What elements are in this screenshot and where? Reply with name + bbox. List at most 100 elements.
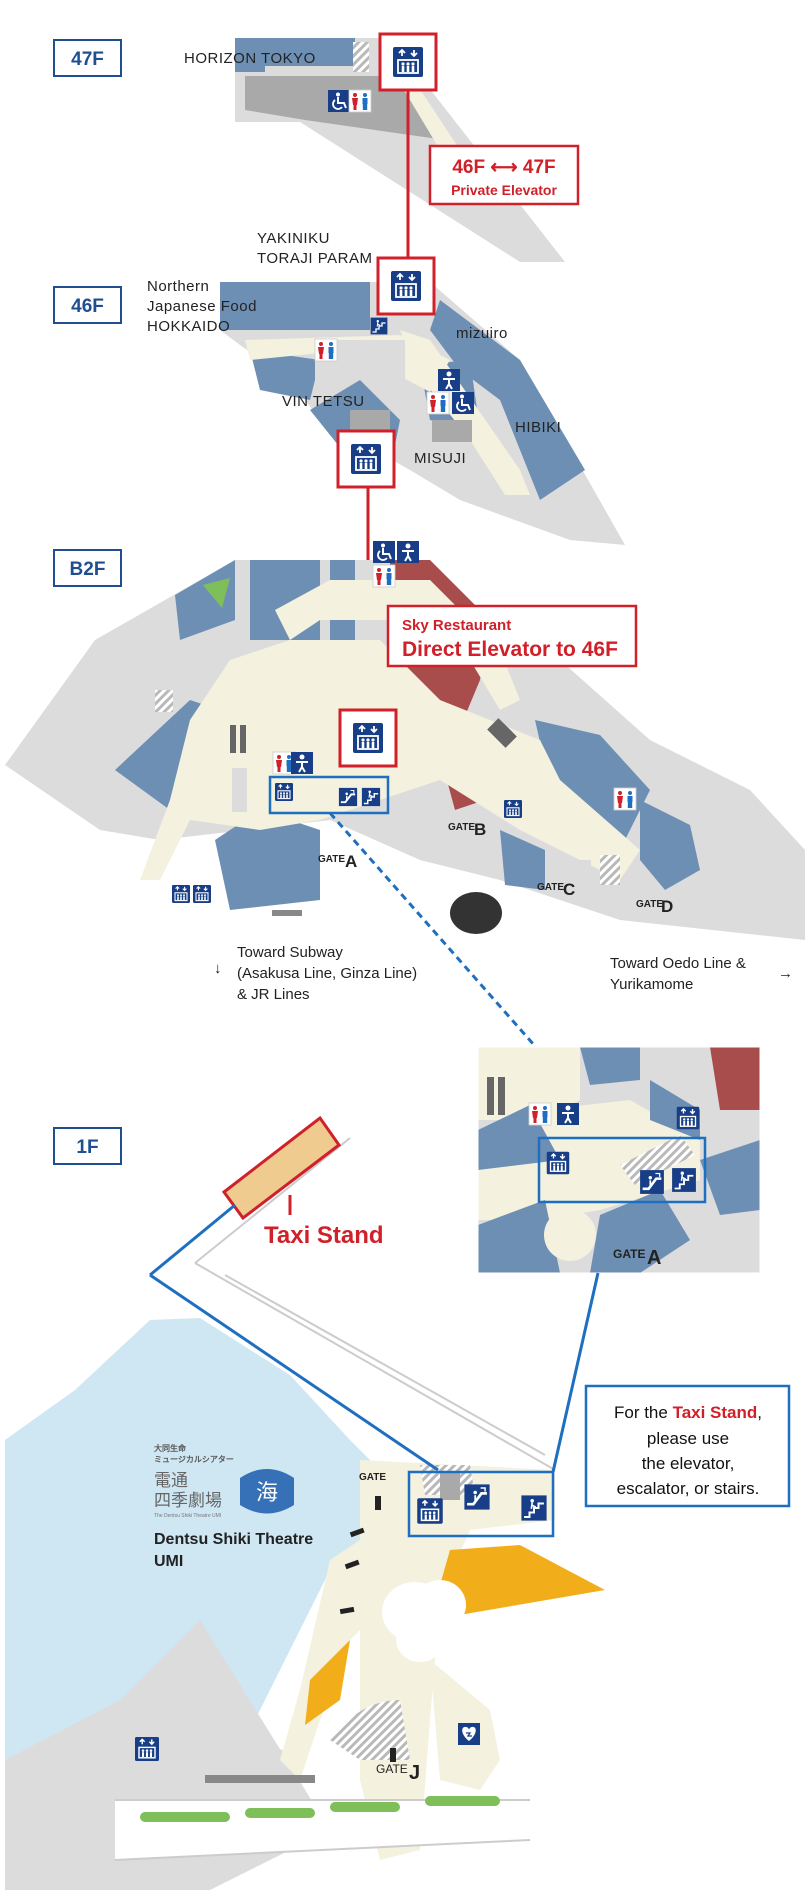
escalator-icon <box>463 1483 491 1511</box>
railing-1f <box>205 1775 315 1783</box>
svg-text:C: C <box>563 880 575 899</box>
vin-tetsu-shop <box>250 350 320 400</box>
gate-mark-4 <box>339 1606 355 1615</box>
elevator-icon <box>274 782 294 802</box>
arrow-right-icon: → <box>778 965 793 982</box>
elevator-icon <box>392 46 424 78</box>
elevator-icon <box>390 270 422 302</box>
taxi-route-line-2 <box>149 1273 439 1472</box>
floor-tag-1f-text: 1F <box>76 1137 98 1158</box>
elevator-icon <box>352 722 384 754</box>
taxi-info-frame <box>584 1384 791 1508</box>
floor-tag-47f-text: 47F <box>71 49 104 70</box>
pillar-b2f <box>230 725 236 753</box>
taxi-info-highlight: Taxi Stand <box>673 1403 758 1422</box>
theatre-logo-badge <box>240 1469 294 1514</box>
shop-b2f-7 <box>640 800 700 890</box>
svg-text:GATE: GATE <box>537 882 564 893</box>
shop-b2f-8 <box>500 830 545 890</box>
arrow-down-icon: ↓ <box>214 960 222 977</box>
floor-tag-46f-text: 46F <box>71 296 104 317</box>
gate-1f-upper: GATE <box>359 1472 386 1483</box>
theatre-kanji-small-1: 大同生命 <box>154 1443 187 1453</box>
theatre-wing-orange <box>305 1640 350 1725</box>
svg-text:J: J <box>409 1762 420 1784</box>
taxi-stand-area <box>221 1115 342 1221</box>
aed-icon <box>457 1722 481 1746</box>
svg-text:GATE: GATE <box>318 854 345 865</box>
stairs-b2f-1 <box>600 855 620 885</box>
fountain-b2f <box>450 892 502 934</box>
planter-2 <box>245 1808 315 1818</box>
road-line-1 <box>194 1137 351 1264</box>
hibiki-shop <box>430 300 585 500</box>
svg-text:Toward Subway: Toward Subway <box>237 944 343 961</box>
label-mizuiro: mizuiro <box>456 325 508 342</box>
direction-oedo: Toward Oedo Line & Yurikamome → <box>610 955 793 993</box>
gate-mark-2 <box>349 1527 365 1538</box>
elevator-icon <box>546 1151 570 1175</box>
svg-text:A: A <box>345 852 357 871</box>
taxi-info-line3: the elevator, <box>642 1454 735 1473</box>
gate-a-b2f: GATE A <box>318 852 357 871</box>
label-vin-tetsu: VIN TETSU <box>282 393 365 410</box>
taxi-info-line1: For the Taxi Stand, <box>614 1403 762 1422</box>
taxi-info-box: For the Taxi Stand, please use the eleva… <box>584 1384 791 1508</box>
theatre-tagline: The Dentsu Shiki Theatre UMI <box>154 1513 221 1519</box>
inset-stairs <box>620 1135 695 1185</box>
accessible-icon <box>372 540 396 564</box>
inset-shop-2 <box>478 1200 560 1273</box>
restroom-icon <box>348 89 372 113</box>
label-northern-1: Northern <box>147 278 209 295</box>
elevator-icon <box>416 1497 444 1525</box>
accessible-icon <box>451 391 475 415</box>
restroom-icon <box>528 1102 552 1126</box>
accessible-icon <box>327 89 351 113</box>
inset-pillar-2 <box>498 1077 505 1115</box>
inset-pillar-1 <box>487 1077 494 1115</box>
sky-restaurant-callout: Sky Restaurant Direct Elevator to 46F <box>386 604 638 668</box>
floor-tag-b2f-text: B2F <box>70 559 106 580</box>
svg-text:GATE: GATE <box>613 1247 645 1261</box>
label-horizon-tokyo: HORIZON TOKYO <box>184 50 316 67</box>
escalator-icon <box>638 1168 666 1196</box>
inset-border <box>477 1046 761 1274</box>
baby-care-icon <box>437 368 461 392</box>
gate-d-b2f: GATE D <box>636 897 673 916</box>
floor-tag-1f <box>53 1127 122 1165</box>
elevator-icon <box>676 1106 700 1130</box>
corridor-47f <box>398 80 460 150</box>
label-northern-2: Japanese Food <box>147 298 257 315</box>
taxi-route-line-1 <box>149 1203 236 1277</box>
taxi-info-line2: please use <box>647 1429 729 1448</box>
theatre-logo: 大同生命 ミュージカルシアター 電通 四季劇場 The Dentsu Shiki… <box>154 1443 313 1570</box>
baby-care-icon <box>396 540 420 564</box>
inset-restaurant <box>710 1047 760 1110</box>
svg-text:B: B <box>474 820 486 839</box>
theatre-kanji-2: 四季劇場 <box>154 1491 222 1510</box>
floor-tag-46f <box>53 286 122 324</box>
floor-b2f: B2F <box>5 540 805 940</box>
private-elevator-label: Private Elevator <box>451 182 557 198</box>
stairs-icon <box>671 1167 697 1193</box>
pillar-b2f-2 <box>240 725 246 753</box>
stairs-b2f-2 <box>155 690 173 712</box>
label-yakiniku-2: TORAJI PARAM <box>257 250 372 267</box>
svg-text:GATE: GATE <box>376 1762 408 1776</box>
planter-3 <box>330 1802 400 1812</box>
restroom-icon <box>426 391 450 415</box>
exit-marker-subway <box>272 910 302 916</box>
restroom-icon <box>372 564 396 588</box>
inset-plaza <box>544 1209 596 1261</box>
svg-text:GATE: GATE <box>359 1472 386 1483</box>
green-area <box>203 578 230 608</box>
stairs-icon <box>361 787 381 807</box>
inset-shop-3 <box>580 1047 640 1085</box>
vertical-access-highlight-1f <box>407 1470 555 1538</box>
private-elevator-floors: 46F ⟷ 47F <box>452 157 555 178</box>
b2f-inset-zoom: GATE A <box>477 1046 761 1274</box>
taxi-stand-label: Taxi Stand <box>264 1222 384 1249</box>
elevator-icon <box>192 884 212 904</box>
stairs-47f <box>353 42 369 72</box>
theatre-kanji-small-2: ミュージカルシアター <box>154 1454 234 1464</box>
